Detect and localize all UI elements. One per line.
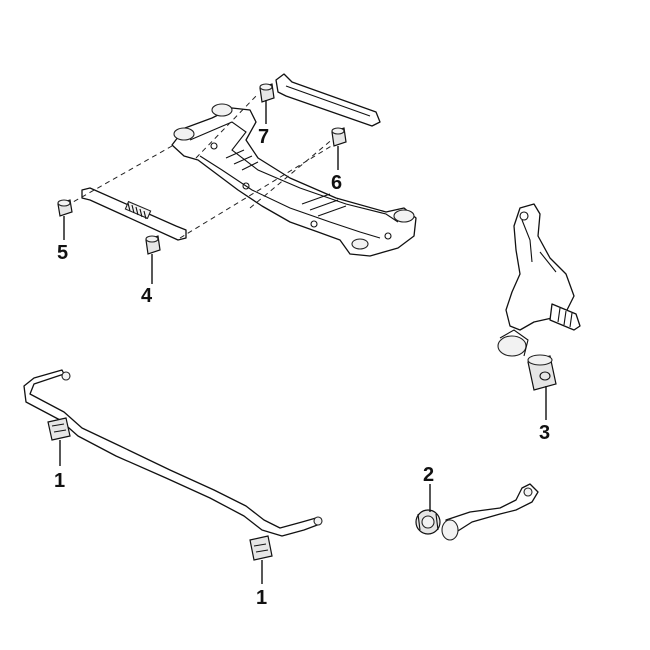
subframe bbox=[171, 103, 417, 257]
callout-1-left: 1 bbox=[54, 470, 65, 492]
callout-2: 2 bbox=[423, 464, 434, 486]
stabilizer-bar bbox=[23, 369, 323, 537]
leader-lines bbox=[59, 100, 547, 584]
callout-1-right: 1 bbox=[256, 587, 267, 609]
mount-tower-rear-left bbox=[351, 238, 369, 250]
stabilizer-link bbox=[441, 483, 539, 541]
stabilizer-bushing-right bbox=[249, 535, 273, 561]
bushing-6 bbox=[331, 127, 347, 147]
callout-4: 4 bbox=[141, 285, 153, 307]
upper-lateral-link bbox=[275, 73, 381, 127]
mount-tower-front-left bbox=[173, 127, 195, 141]
bushing-5 bbox=[57, 199, 73, 217]
bushing-2 bbox=[415, 509, 441, 535]
callout-6: 6 bbox=[331, 172, 342, 194]
assembly-lines bbox=[65, 93, 339, 239]
lower-lateral-link bbox=[81, 187, 187, 241]
bushing-4 bbox=[145, 235, 161, 255]
mount-tower-rear-right bbox=[393, 209, 415, 223]
callout-7: 7 bbox=[258, 126, 269, 148]
bushing-3 bbox=[527, 354, 557, 391]
callout-5: 5 bbox=[57, 242, 68, 264]
steering-knuckle bbox=[497, 203, 581, 357]
mount-tower-front-right bbox=[211, 103, 233, 117]
bushing-7 bbox=[259, 83, 275, 103]
callout-3: 3 bbox=[539, 422, 550, 444]
stabilizer-bushing-left bbox=[47, 417, 71, 441]
